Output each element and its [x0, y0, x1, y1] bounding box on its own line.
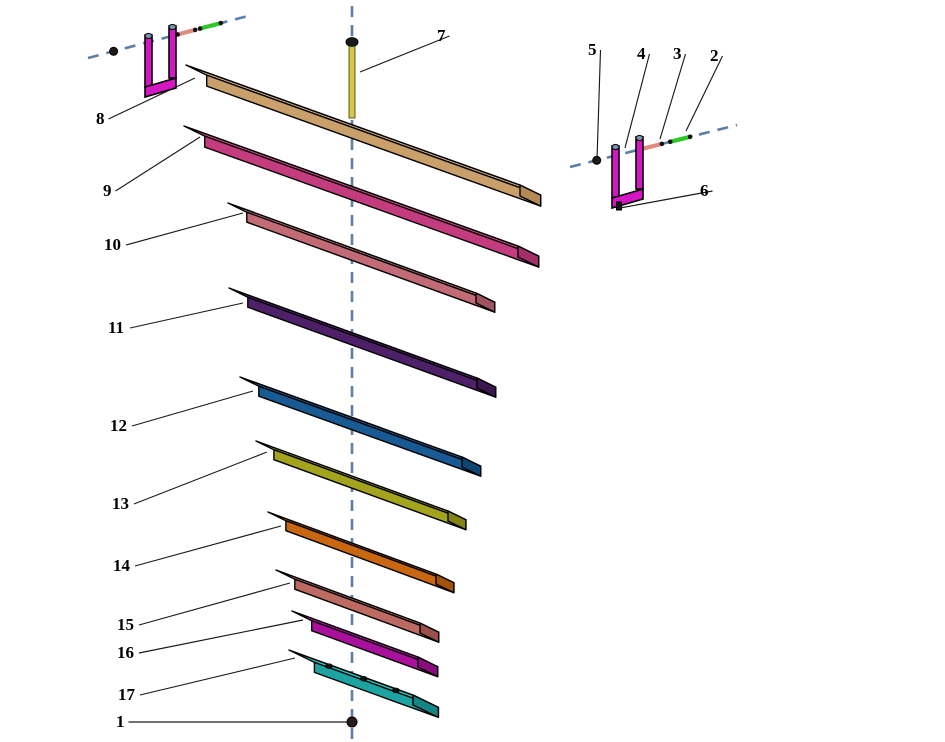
plank-end-face — [475, 292, 496, 313]
callout-number-13: 13 — [112, 494, 129, 513]
plank-crease-line — [295, 612, 422, 660]
plank-side-face — [273, 449, 467, 531]
plank-end-face — [476, 377, 497, 398]
left-detail-fastener-segment — [177, 27, 196, 37]
plank-side-face — [247, 296, 497, 398]
clevis-left-bore — [611, 143, 620, 151]
plank-end-face — [517, 245, 540, 268]
plank-crease-line — [258, 442, 452, 513]
clevis-right-bore — [635, 134, 644, 142]
callout-number-2: 2 — [710, 46, 719, 65]
right-detail-clevis — [611, 134, 644, 210]
callout-number-16: 16 — [117, 643, 134, 662]
plank-end-face — [519, 184, 542, 207]
callout-number-7: 7 — [437, 26, 446, 45]
plank-magenta — [291, 610, 439, 678]
plank-crease-line — [232, 289, 481, 381]
right-detail-small-fastener — [616, 201, 622, 211]
left-detail-fastener-tick — [192, 27, 198, 33]
leader-line-13 — [133, 451, 268, 505]
plank-end-face — [419, 622, 440, 643]
clevis-right-bore — [168, 23, 177, 31]
plank-crease-line — [243, 378, 466, 460]
plank-orange — [267, 511, 455, 594]
callout-number-8: 8 — [96, 109, 105, 128]
plank-hole — [392, 687, 400, 694]
leader-line-3 — [659, 53, 687, 140]
callout-number-5: 5 — [588, 40, 597, 59]
clevis-left-arm — [611, 145, 620, 199]
plank-crease-line — [187, 127, 522, 249]
plank-end-face — [461, 456, 482, 477]
plank-side-face — [203, 135, 540, 268]
plank-olive — [255, 440, 467, 531]
plank-crease-line — [279, 571, 424, 626]
callout-number-4: 4 — [637, 44, 646, 63]
leader-line-16 — [138, 619, 304, 654]
plank-purple — [228, 287, 497, 398]
plank-crease-line — [231, 204, 480, 296]
clevis-right-arm — [635, 136, 644, 190]
callout-number-11: 11 — [108, 318, 124, 337]
long-vertical-pin — [345, 37, 359, 119]
clevis-left-arm — [144, 34, 153, 88]
left-detail-fastener-tick — [197, 26, 203, 31]
plank-salmon — [275, 569, 440, 643]
pin-head — [345, 37, 359, 47]
plank-cyan — [288, 649, 440, 719]
pin-shaft — [348, 41, 356, 119]
leader-line-17 — [139, 657, 296, 696]
leader-line-2 — [685, 55, 724, 132]
callout-number-15: 15 — [117, 615, 134, 634]
leader-line-4 — [624, 53, 651, 149]
plank-salmon-pink — [227, 202, 496, 313]
leader-line-11 — [129, 302, 244, 329]
plank-tan — [185, 64, 542, 207]
callout-number-9: 9 — [103, 181, 112, 200]
callout-number-1: 1 — [116, 712, 125, 731]
plank-hole — [325, 663, 333, 669]
plank-end-face — [412, 694, 440, 719]
leader-layer — [108, 35, 724, 723]
plank-hot-pink — [183, 125, 540, 268]
leader-line-14 — [134, 525, 282, 567]
leader-line-5 — [596, 49, 602, 161]
clevis-bottom-yoke — [144, 76, 177, 99]
left-detail-end-ball — [109, 46, 119, 56]
callout-number-10: 10 — [104, 235, 121, 254]
right-detail-fastener-tick — [659, 141, 665, 147]
plank-hole — [359, 675, 368, 682]
right-detail-fastener-tick — [687, 134, 693, 140]
leader-line-9 — [115, 136, 201, 192]
plank-end-face — [435, 573, 455, 594]
right-detail-fastener-segment — [669, 134, 691, 144]
leader-line-6 — [619, 190, 713, 209]
left-detail-fastener-tick — [218, 20, 224, 26]
leader-line-7 — [359, 35, 450, 73]
plank-blue — [239, 376, 482, 477]
leader-line-12 — [131, 390, 254, 427]
leader-line-15 — [138, 582, 291, 626]
callout-number-14: 14 — [113, 556, 131, 575]
leader-line-10 — [125, 212, 244, 246]
parts-layer — [109, 20, 693, 728]
callout-number-3: 3 — [673, 44, 682, 63]
left-detail-fastener-segment — [199, 21, 222, 31]
clevis-left-bore — [144, 32, 153, 40]
callout-number-6: 6 — [700, 181, 709, 200]
clevis-right-arm — [168, 25, 177, 79]
callout-number-12: 12 — [110, 416, 127, 435]
plank-side-face — [285, 520, 455, 594]
plank-end-face — [447, 510, 467, 531]
leader-line-8 — [108, 77, 196, 120]
plank-crease-line — [270, 513, 440, 576]
right-detail-fastener-tick — [667, 139, 673, 145]
plank-side-face — [205, 74, 542, 207]
callout-number-17: 17 — [118, 685, 136, 704]
plank-end-face — [417, 656, 439, 678]
plank-crease-line — [189, 66, 524, 188]
left-detail-clevis — [144, 23, 177, 99]
